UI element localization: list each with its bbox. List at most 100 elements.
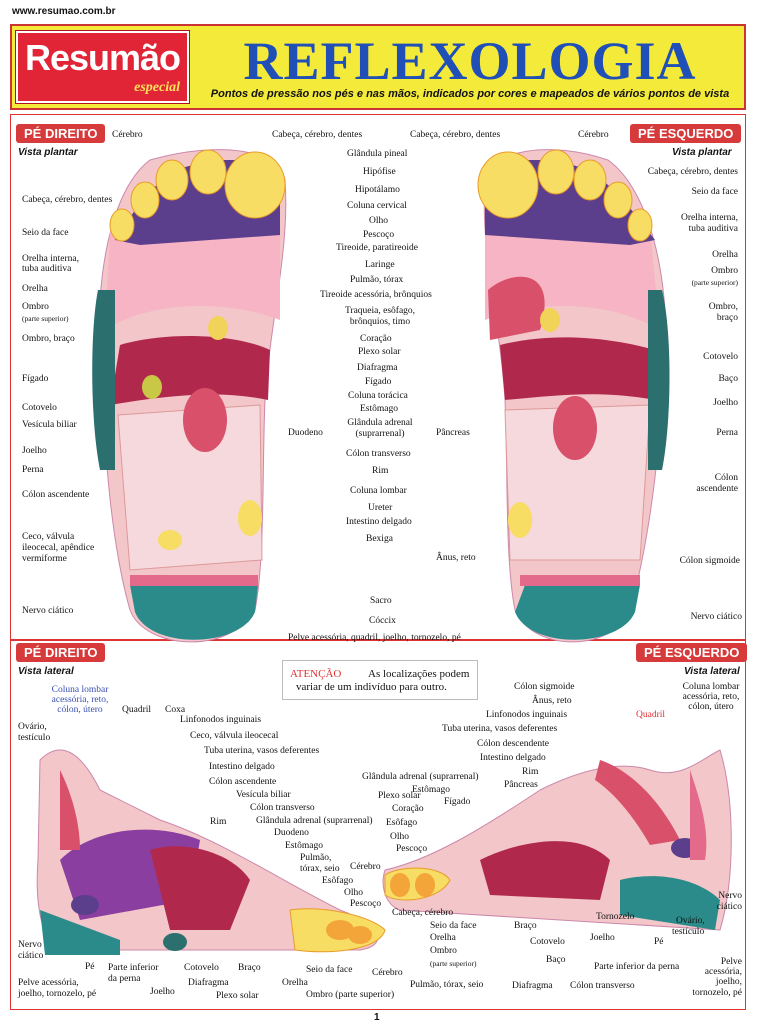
label: Perna	[716, 428, 738, 438]
label: Pâncreas	[436, 428, 470, 438]
label: da perna	[108, 974, 141, 984]
label: tuba auditiva	[688, 224, 738, 234]
label: Coluna torácica	[348, 391, 408, 401]
label: ciático	[716, 902, 742, 912]
label: (parte superior)	[22, 314, 69, 323]
label: Joelho	[713, 398, 738, 408]
right-foot-lateral	[36, 749, 386, 955]
label: Tornozelo	[596, 912, 635, 922]
label: Parte inferior	[108, 963, 159, 973]
label: Pé	[85, 962, 95, 972]
label: Diafragma	[357, 363, 398, 373]
label: Olho	[369, 216, 388, 226]
label: Ânus, reto	[532, 696, 572, 706]
label: tórax, seio	[300, 864, 340, 874]
label: Rim	[522, 767, 539, 777]
label: ileocecal, apêndice	[22, 543, 95, 553]
attention-word: ATENÇÃO	[290, 668, 342, 680]
label: Joelho	[590, 933, 615, 943]
label: braço	[716, 313, 738, 323]
label: Cólon transverso	[570, 981, 635, 991]
label: Coluna lombar	[51, 685, 109, 695]
label: Estômago	[360, 404, 398, 414]
label: Pelve acessória,	[18, 978, 79, 988]
label: (parte superior)	[691, 278, 738, 287]
label: Coração	[392, 804, 424, 814]
label: Cotovelo	[22, 403, 57, 413]
label: Seio da face	[430, 921, 477, 931]
label: Cotovelo	[184, 963, 219, 973]
page-title: REFLEXOLOGIA	[243, 31, 697, 91]
label: tuba auditiva	[22, 264, 72, 274]
label: Joelho	[150, 987, 175, 997]
label: Seio da face	[306, 965, 353, 975]
label: (parte superior)	[430, 959, 477, 968]
label: Cólon sigmoide	[679, 556, 740, 566]
label: Ombro,	[708, 302, 738, 312]
label: Fígado	[365, 377, 392, 387]
label: Orelha	[712, 250, 738, 260]
label: Cotovelo	[703, 352, 738, 362]
label: Intestino delgado	[209, 762, 275, 772]
attention-text: variar de um indivíduo para outro.	[296, 681, 447, 693]
label: Pulmão, tórax, seio	[410, 980, 484, 990]
label: Glândula adrenal	[347, 418, 413, 428]
label: Ombro	[711, 266, 738, 276]
left-foot-plantar	[477, 149, 670, 643]
label: Quadril	[636, 710, 666, 720]
label: Ovário,	[676, 916, 705, 926]
label: Vesícula biliar	[236, 790, 291, 800]
label: Ovário,	[18, 722, 47, 732]
label: Cólon	[714, 473, 738, 483]
label: Hipotálamo	[355, 185, 400, 195]
label: Hipófise	[363, 167, 396, 177]
label: Cólon transverso	[346, 449, 411, 459]
label: acessória, reto,	[51, 695, 109, 705]
label: Braço	[238, 963, 261, 973]
label: Vesícula biliar	[22, 420, 77, 430]
label: Cérebro	[112, 130, 143, 140]
label: Coxa	[165, 705, 186, 715]
label: ascendente	[696, 484, 738, 494]
label: Duodeno	[288, 428, 323, 438]
label: Pescoço	[363, 230, 395, 240]
label: Fígado	[22, 374, 49, 384]
label: Pâncreas	[504, 780, 538, 790]
label: Estômago	[412, 785, 450, 795]
label: Tuba uterina, vasos deferentes	[442, 724, 558, 734]
label: Coluna lombar	[682, 682, 740, 692]
label: Perna	[22, 465, 44, 475]
label: Cabeça, cérebro, dentes	[272, 130, 363, 140]
label: Cólon ascendente	[209, 777, 277, 787]
label: Cérebro	[578, 130, 609, 140]
label: Nervo ciático	[690, 612, 742, 622]
label: Diafragma	[512, 981, 553, 991]
label: Estômago	[285, 841, 323, 851]
label: Ceco, válvula ileocecal	[190, 731, 279, 741]
label: tornozelo, pé	[692, 988, 742, 998]
label: Plexo solar	[358, 347, 401, 357]
label: Ombro	[22, 302, 49, 312]
label: Cóccix	[369, 616, 396, 626]
label: Cérebro	[350, 862, 381, 872]
label: Esôfago	[386, 818, 418, 828]
label: Glândula adrenal (suprarrenal)	[256, 816, 373, 826]
label: Cabeça, cérebro, dentes	[22, 195, 113, 205]
label: Sacro	[370, 596, 392, 606]
label: Cabeça, cérebro, dentes	[647, 167, 738, 177]
label: Intestino delgado	[346, 517, 412, 527]
label: cólon, útero	[688, 702, 734, 712]
label: Joelho	[22, 446, 47, 456]
label: Glândula adrenal (suprarrenal)	[362, 772, 479, 782]
logo-subtext: especial	[134, 80, 180, 95]
left-foot-lateral	[382, 749, 732, 931]
label: vermiforme	[22, 554, 67, 564]
label: joelho,	[715, 977, 742, 987]
label: Ânus, reto	[436, 553, 476, 563]
label: Orelha	[430, 933, 456, 943]
label: Ombro	[430, 946, 457, 956]
label: Quadril	[122, 705, 152, 715]
label: Baço	[546, 955, 566, 965]
label: Cólon ascendente	[22, 490, 90, 500]
